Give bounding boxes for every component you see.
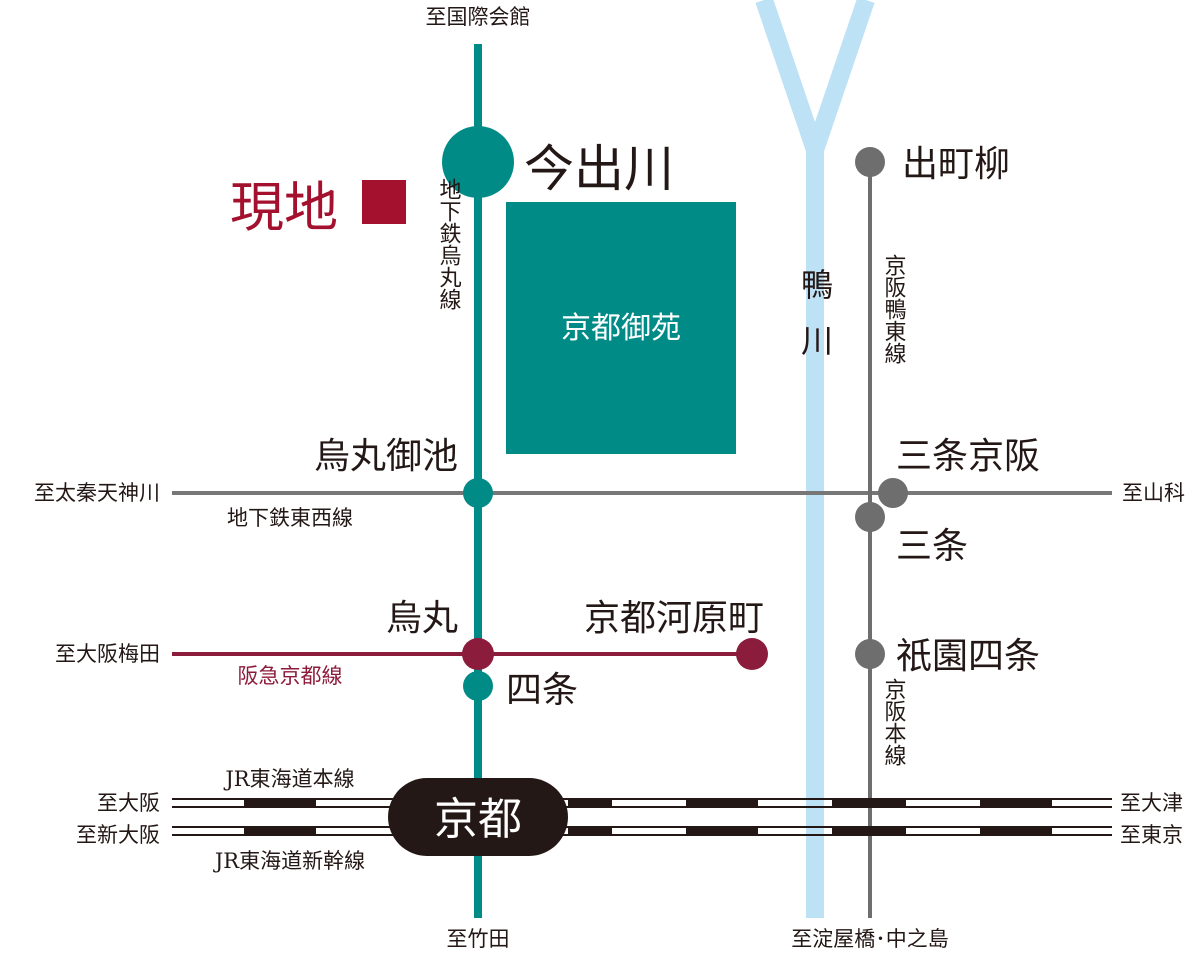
jr-shinkansen-line <box>172 826 1112 836</box>
label-karasuma-oike: 烏丸御池 <box>314 436 458 477</box>
dest-yodoyabashi: 至淀屋橋･中之島 <box>791 927 949 951</box>
label-karasuma: 烏丸 <box>386 598 458 639</box>
dest-kokusai-kaikan: 至国際会館 <box>426 5 531 29</box>
label-kawaramachi: 京都河原町 <box>584 598 764 639</box>
station-sanjo-marker[interactable] <box>855 502 885 532</box>
station-imadegawa-marker[interactable] <box>442 126 514 198</box>
label-karasuma-line: 地下鉄烏丸線 <box>436 178 462 310</box>
label-keihan-main-line: 京阪本線 <box>881 678 907 766</box>
station-demachiyanagi-marker[interactable] <box>855 147 885 177</box>
label-jr-tokaido: JR東海道本線 <box>223 767 354 791</box>
label-kamo-river: 鴨川 <box>796 268 834 380</box>
label-kyoto-gyoen: 京都御苑 <box>561 311 681 346</box>
dest-uzumasa: 至太秦天神川 <box>34 481 160 505</box>
station-karasuma-oike-marker[interactable] <box>463 478 493 508</box>
label-shijo: 四条 <box>506 670 578 711</box>
dest-takeda: 至竹田 <box>447 927 510 951</box>
label-jr-shinkansen: JR東海道新幹線 <box>213 849 365 873</box>
kamo-river <box>755 0 875 918</box>
label-demachiyanagi: 出町柳 <box>902 144 1010 185</box>
station-sanjo-keihan-marker[interactable] <box>878 478 908 508</box>
label-kyoto: 京都 <box>434 794 522 845</box>
dest-shin-osaka: 至新大阪 <box>76 823 160 847</box>
label-tozai-line: 地下鉄東西線 <box>227 506 353 530</box>
dest-osaka-umeda: 至大阪梅田 <box>55 642 160 666</box>
kamo-river-branch-right <box>806 0 875 153</box>
jr-tokaido-line <box>172 798 1112 808</box>
label-sanjo-keihan: 三条京阪 <box>896 436 1040 477</box>
dest-otsu: 至大津 <box>1120 791 1183 815</box>
dest-yamashina: 至山科 <box>1122 481 1185 505</box>
station-shijo-marker[interactable] <box>463 671 493 701</box>
kyoto-gyoen-park <box>506 202 736 454</box>
label-sanjo: 三条 <box>896 526 968 567</box>
station-karasuma-marker[interactable] <box>462 638 494 670</box>
label-hankyu-line: 阪急京都線 <box>238 664 343 688</box>
dest-osaka: 至大阪 <box>97 791 160 815</box>
dest-tokyo: 至東京 <box>1120 823 1183 847</box>
site-square-icon <box>362 180 406 224</box>
station-gion-shijo-marker[interactable] <box>855 639 885 669</box>
kamo-river-branch-left <box>755 0 824 153</box>
label-gion-shijo: 祇園四条 <box>896 636 1040 677</box>
station-kyoto-badge[interactable] <box>388 778 568 856</box>
station-kawaramachi-marker[interactable] <box>736 638 768 670</box>
label-site: 現地 <box>230 176 338 239</box>
label-keihan-oto-line: 京阪鴨東線 <box>881 254 907 364</box>
label-imadegawa: 今出川 <box>524 140 674 198</box>
